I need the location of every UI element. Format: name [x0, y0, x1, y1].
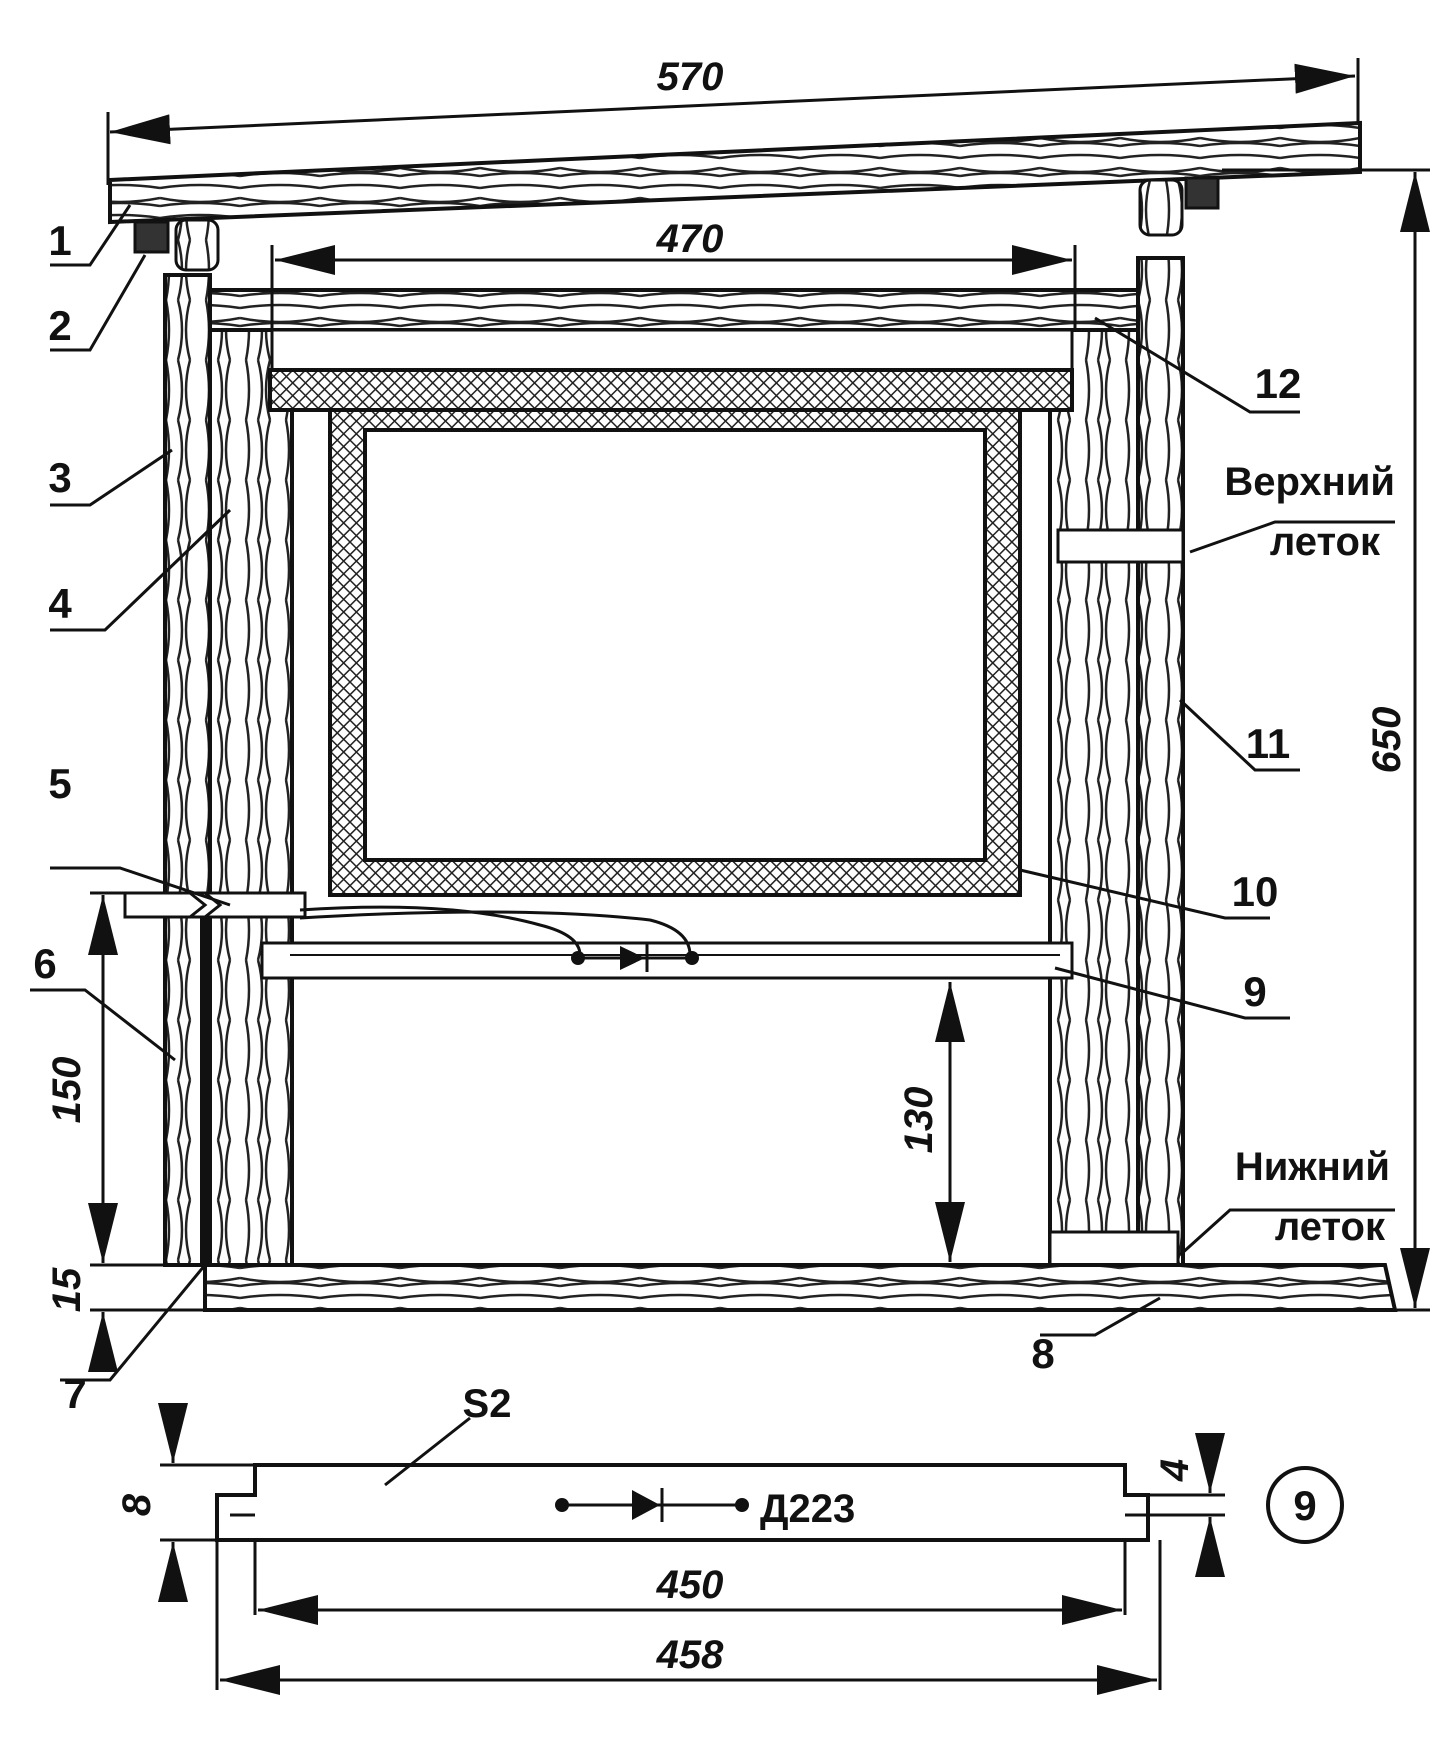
callout-9: 9	[1243, 968, 1266, 1015]
left-inner-wall	[208, 323, 294, 1267]
contact-strip	[200, 917, 212, 1267]
switch-label: S2	[463, 1382, 512, 1426]
callout-12: 12	[1255, 360, 1302, 407]
dim-150-text: 150	[45, 1057, 89, 1124]
dim-470-text: 470	[656, 217, 724, 261]
bottom-board	[203, 1263, 1398, 1312]
honey-frame	[268, 368, 1074, 897]
dim-458-text: 458	[656, 1633, 724, 1677]
upper-entrance-label-1: Верхний	[1224, 460, 1395, 504]
dimension-470: 470	[270, 217, 1077, 330]
dim-570-text: 570	[657, 55, 724, 99]
callout-5: 5	[48, 760, 71, 807]
callout-4: 4	[48, 580, 72, 627]
right-outer-wall	[1136, 256, 1185, 1267]
wire-connector	[123, 891, 692, 956]
callouts	[30, 204, 1395, 1382]
callout-1: 1	[48, 217, 71, 264]
right-inner-wall	[1048, 323, 1140, 1267]
dim-4-text: 4	[1153, 1459, 1197, 1482]
callout-11: 11	[1246, 720, 1290, 767]
dimension-570: 570	[106, 55, 1360, 185]
callout-2: 2	[48, 302, 71, 349]
dimension-650: 650	[1222, 168, 1430, 1312]
diode-label: Д223	[760, 1487, 855, 1531]
dim-15-text: 15	[45, 1267, 89, 1312]
ceiling-gap	[270, 328, 1074, 372]
upper-entrance-label-2: леток	[1270, 520, 1381, 564]
dimension-130: 130	[897, 982, 965, 1262]
callout-7: 7	[63, 1370, 86, 1417]
callout-3: 3	[48, 454, 71, 501]
detail-number: 9	[1293, 1482, 1316, 1529]
lower-entrance-slot	[1048, 1230, 1180, 1267]
detail-part-9: S2 Д223 8 4 9 450 458	[115, 1382, 1344, 1695]
roof-supports	[133, 176, 1220, 272]
ceiling-board	[208, 288, 1140, 332]
lower-entrance-label-1: Нижний	[1235, 1145, 1390, 1189]
callout-8: 8	[1031, 1330, 1054, 1377]
callout-6: 6	[33, 940, 56, 987]
dimension-150: 150 15	[45, 891, 205, 1372]
detail-number-circle	[1266, 1466, 1344, 1544]
dim-130-text: 130	[897, 1087, 941, 1154]
diode-symbol	[571, 944, 699, 972]
lower-entrance-label-2: леток	[1275, 1205, 1386, 1249]
dim-450-text: 450	[656, 1563, 724, 1607]
dim-8-text: 8	[115, 1493, 159, 1516]
dim-650-text: 650	[1365, 707, 1409, 774]
callout-10: 10	[1232, 868, 1279, 915]
sensor-plate	[260, 941, 1074, 980]
upper-entrance-slot	[1056, 528, 1185, 564]
